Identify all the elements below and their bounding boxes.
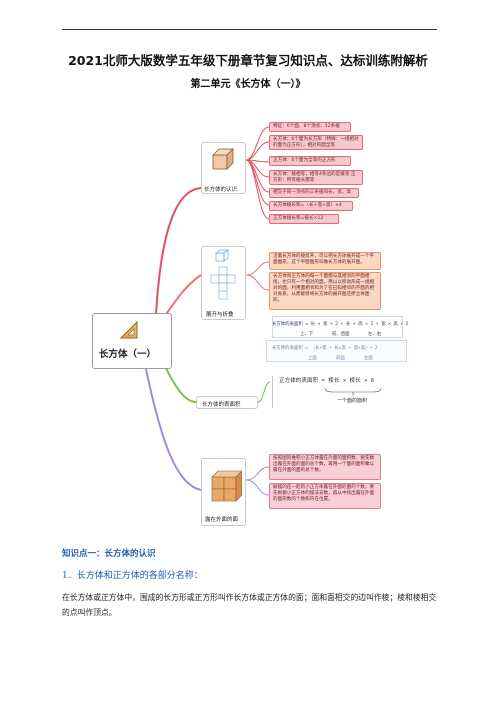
branch-label-recognize: 长方体的认识 — [204, 187, 238, 193]
leaf-cuboid-edge-sum: 长方体棱长和=（长+宽+高）×4 — [269, 201, 353, 211]
section-paragraph: 在长方体或正方体中，围成的长方形或正方形叫作长方体或正方体的面；面和面相交的边叫… — [62, 593, 437, 617]
formula-cube-note: 一个面的面积 — [337, 398, 368, 404]
leaf-exposed-area: 按照图的堆积小正方体露在外面的面积数，要先数出露在外面的面的总个数，再用一个面的… — [269, 454, 381, 480]
branch-label-unfold: 展开与折叠 — [206, 312, 234, 318]
leaf-dimensions: 相交于同一顶点的三条棱叫长、宽、高 — [269, 188, 359, 198]
mind-map: 长方体（一） 长方体的认识 特征：6个面、8个顶点、12条棱 长方体：6个面为长… — [86, 110, 418, 536]
leaf-net-definition: 沿着长方体的棱剪开，可以把长方体展开成一个平面图形，这个平面图形叫做长方体的展开… — [269, 252, 381, 270]
header-rule — [62, 29, 437, 30]
formula-surface-2-label-b: 前面 — [336, 356, 345, 361]
formula-surface-1-label-b: 前、后面 — [332, 332, 350, 337]
branch-label-surface: 长方体的表面积 — [202, 402, 241, 408]
branch-label-exposed: 露在外面的面 — [205, 517, 239, 523]
leaf-exposed-count: 解摆的在一起的小正方体露在外面的面的个数，要先根据小正方体的摆法去数，再从中找出… — [269, 483, 381, 509]
formula-cube: 正方体的表面积 = 棱长 × 棱长 × 6 — [279, 378, 375, 384]
cube-formula-block: 正方体的表面积 = 棱长 × 棱长 × 6 一个面的面积 — [272, 376, 382, 408]
document-title: 2021北师大版数学五年级下册章节复习知识点、达标训练附解析 — [68, 53, 428, 68]
formula-surface-1-label-a: 上、下 — [300, 332, 314, 337]
branch-recognize: 长方体的认识 — [201, 142, 246, 194]
leaf-cuboid-faces: 长方体：6个面为长方形（特殊：一组相对的面为正方形），相对的面全等 — [269, 135, 363, 150]
formula-surface-1: 长方体的表面积 = 长 × 宽 × 2 + 长 × 高 × 2 + 宽 × 高 … — [272, 322, 409, 327]
formula-surface-1-frame — [272, 316, 403, 338]
leaf-cube-edge-sum: 正方体棱长和=棱长×12 — [269, 214, 339, 224]
connector-recognize — [155, 187, 202, 316]
formula-surface-1-label-c: 左、右 — [368, 332, 382, 337]
formula-surface-2-label-a: 上面 — [308, 356, 317, 361]
section-item-title: 1．长方体和正方体的各部分名称： — [62, 571, 203, 581]
leaf-feature: 特征：6个面、8个顶点、12条棱 — [269, 122, 351, 132]
leaf-edges: 长方体：棱相等，相等4条边的是棱等 正方形：所有棱长都等 — [269, 170, 363, 185]
root-label: 长方体（一） — [99, 349, 157, 360]
stacked-cubes-icon — [211, 470, 242, 502]
leaf-cube-faces: 正方体：6个面为全等的正方形 — [269, 156, 351, 166]
cuboid-icon — [212, 148, 234, 170]
mind-map-root: 长方体（一） — [92, 313, 172, 369]
leaf-net-folding: 长方体和正方体的每一个面都与其相邻的平面相接，也只有一个相对的面，用以以移动形成… — [269, 272, 381, 310]
formula-surface-2-label-c: 左面 — [364, 356, 373, 361]
section-heading: 知识点一：长方体的认识 — [62, 549, 156, 559]
formula-surface-2-frame — [266, 340, 407, 362]
branch-exposed: 露在外面的面 — [201, 458, 246, 526]
connector-exposed — [145, 368, 202, 491]
document-subtitle: 第二单元《长方体（一）》 — [190, 79, 306, 90]
cube-formula-brace — [324, 387, 382, 396]
cube-net-icon — [210, 249, 236, 300]
branch-unfold: 展开与折叠 — [201, 246, 246, 320]
formula-surface-2: 长方体的表面积 = （长×宽 + 长×高 + 宽×高）× 2 — [272, 346, 378, 351]
triangle-ruler-icon — [119, 320, 138, 339]
branch-surface: 长方体的表面积 — [196, 396, 258, 409]
